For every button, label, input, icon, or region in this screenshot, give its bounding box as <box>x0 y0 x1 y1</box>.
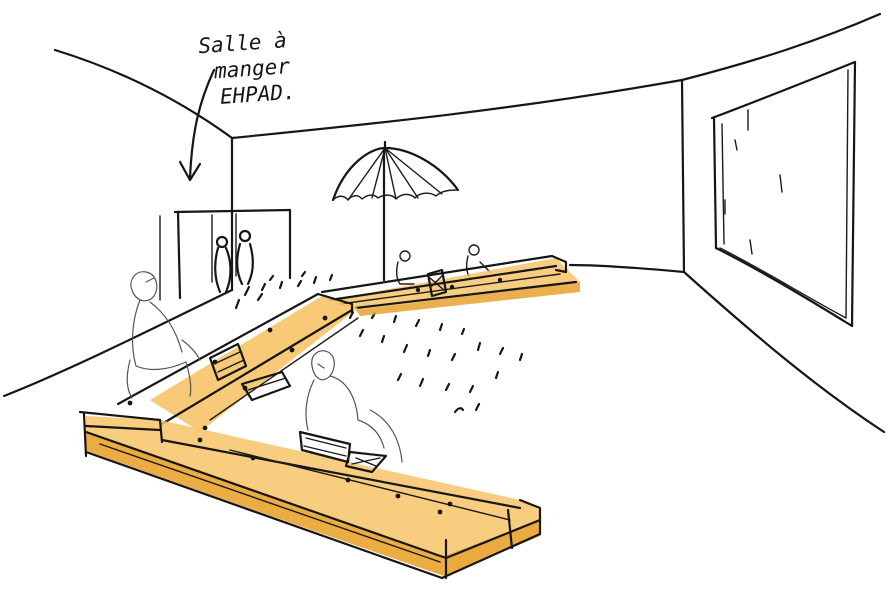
table-far-arm <box>320 254 580 316</box>
floor-texture <box>234 270 524 414</box>
parasol <box>331 140 460 282</box>
table-diagonal-arm <box>116 292 359 432</box>
resident-center <box>305 350 403 463</box>
room-annotation: Salle à manger EHPAD. <box>197 23 352 111</box>
back-doorway <box>159 208 292 301</box>
table-front-arm <box>78 410 542 580</box>
room-walls <box>2 12 886 434</box>
window-frame <box>710 60 857 328</box>
resident-left <box>126 271 201 399</box>
